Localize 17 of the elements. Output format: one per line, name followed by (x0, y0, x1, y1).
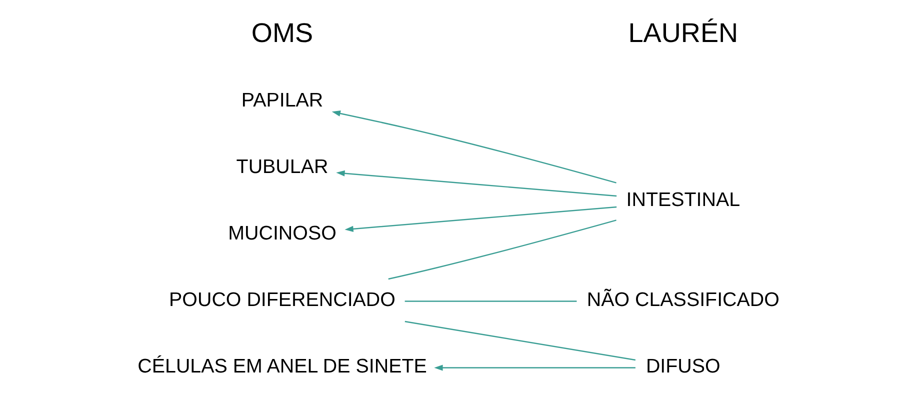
node-text: MUCINOSO (228, 222, 336, 244)
node-text: CÉLULAS EM ANEL DE SINETE (138, 355, 427, 378)
label: OMS (251, 17, 314, 48)
arrow (332, 110, 616, 184)
arrow (344, 206, 617, 232)
node-text: DIFUSO (646, 355, 720, 378)
node-text: INTESTINAL (626, 189, 740, 212)
arrow (434, 364, 636, 371)
arrow (336, 170, 617, 197)
connector (404, 320, 636, 361)
node-text: NÃO CLASSIFICADO (586, 288, 780, 311)
connector (404, 300, 577, 302)
node-text: TUBULAR (236, 156, 328, 178)
label: LAURÉN (628, 17, 738, 48)
connector (388, 220, 616, 280)
node-text: POUCO DIFERENCIADO (169, 288, 396, 311)
node-text: PAPILAR (241, 89, 324, 112)
